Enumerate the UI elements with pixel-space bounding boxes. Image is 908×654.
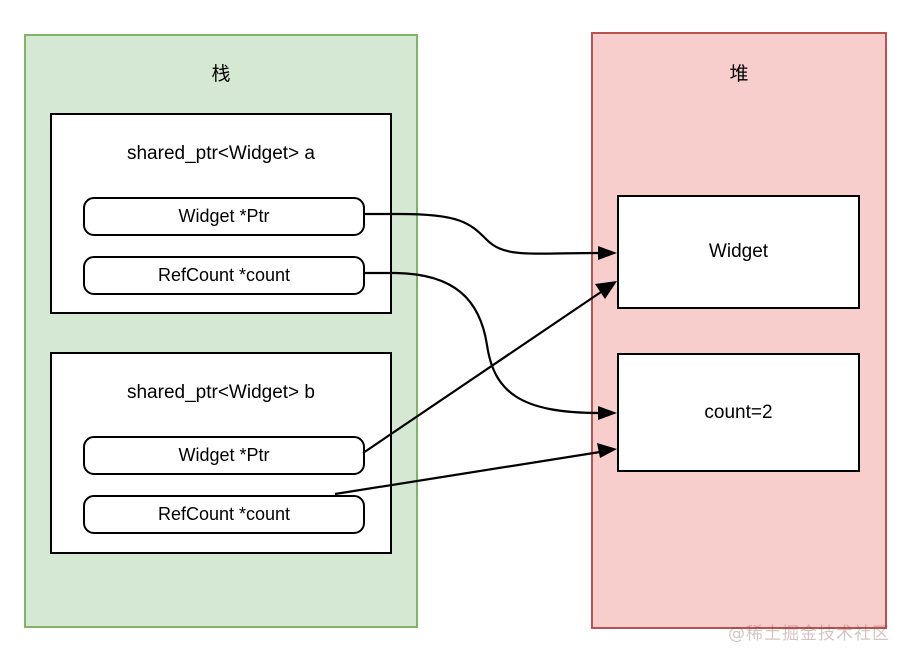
slot-a-widget-ptr: Widget *Ptr: [83, 197, 365, 236]
slot-a-refcount-ptr: RefCount *count: [83, 256, 365, 295]
watermark: @稀土掘金技术社区: [728, 624, 890, 644]
region-heap: 堆: [591, 32, 887, 629]
shared-ptr-b-card: shared_ptr<Widget> b Widget *Ptr RefCoun…: [50, 352, 392, 554]
heap-object-widget: Widget: [617, 195, 860, 309]
shared-ptr-a-label: shared_ptr<Widget> a: [126, 143, 315, 164]
shared-ptr-a-card: shared_ptr<Widget> a Widget *Ptr RefCoun…: [50, 113, 392, 314]
region-stack-title: 栈: [211, 63, 231, 85]
heap-object-refcount: count=2: [617, 353, 860, 472]
slot-b-refcount-ptr: RefCount *count: [83, 495, 365, 534]
shared-ptr-b-label: shared_ptr<Widget> b: [126, 382, 315, 403]
region-heap-title: 堆: [729, 63, 749, 85]
slot-b-widget-ptr: Widget *Ptr: [83, 436, 365, 475]
